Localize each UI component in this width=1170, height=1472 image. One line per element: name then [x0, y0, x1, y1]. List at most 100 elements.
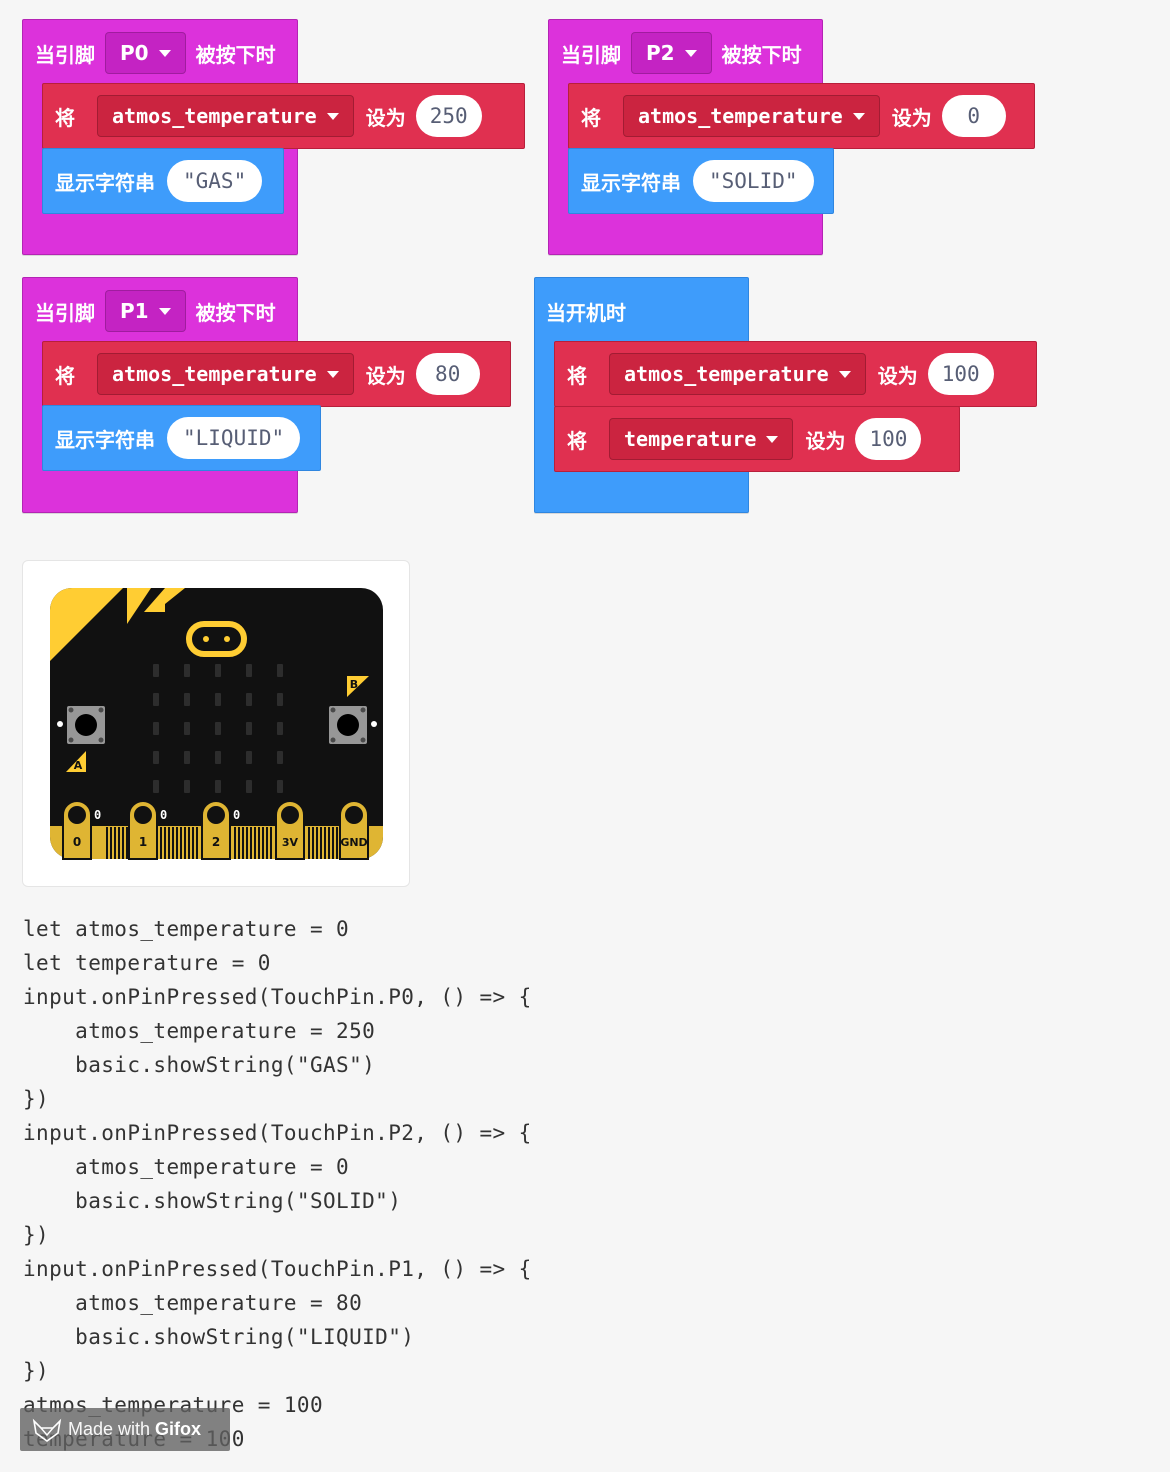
board-stripe: [144, 588, 165, 612]
set-label: 将: [581, 105, 601, 130]
chevron-down-icon: [684, 49, 697, 57]
show-string-block[interactable]: 显示字符串 "GAS": [42, 148, 284, 214]
pin-1[interactable]: [128, 800, 158, 860]
pin-dropdown[interactable]: P1: [105, 290, 186, 332]
pin-3v[interactable]: [275, 800, 305, 860]
pin-2[interactable]: [201, 800, 231, 860]
on-start-label: 当开机时: [546, 300, 626, 325]
chevron-down-icon: [766, 435, 779, 443]
code-line: let atmos_temperature = 0: [23, 917, 350, 941]
pin-value: 0: [233, 808, 240, 822]
set-label: 将: [567, 428, 587, 453]
gifox-watermark: Made with Gifox: [20, 1408, 230, 1451]
variable-dropdown[interactable]: atmos_temperature: [97, 95, 354, 137]
pin-label: 2: [212, 835, 220, 849]
pin-value: 0: [94, 808, 101, 822]
hat-label: 当引脚: [35, 300, 95, 325]
number-input[interactable]: 100: [927, 353, 994, 395]
string-input[interactable]: "SOLID": [693, 160, 814, 202]
chevron-down-icon: [852, 112, 865, 120]
button-a-indicator: [57, 721, 63, 727]
code-line: let temperature = 0: [23, 951, 271, 975]
code-line: input.onPinPressed(TouchPin.P2, () => {: [23, 1121, 532, 1145]
show-string-block[interactable]: 显示字符串 "SOLID": [568, 148, 834, 214]
pin-dropdown[interactable]: P2: [631, 32, 712, 74]
variable-dropdown[interactable]: atmos_temperature: [609, 353, 866, 395]
string-input[interactable]: "LIQUID": [167, 417, 301, 459]
chevron-down-icon: [838, 370, 851, 378]
show-string-label: 显示字符串: [55, 170, 155, 195]
pin-label: 1: [139, 835, 147, 849]
javascript-code-view[interactable]: let atmos_temperature = 0 let temperature…: [23, 912, 532, 1456]
number-input[interactable]: 0: [941, 95, 1006, 137]
button-b-label-flag: [347, 676, 369, 697]
pin-label: GND: [340, 836, 367, 849]
simulator-card: A B: [22, 560, 410, 887]
hat-label: 当引脚: [561, 42, 621, 67]
set-variable-block[interactable]: 将 atmos_temperature 设为 0: [568, 83, 1035, 149]
variable-dropdown[interactable]: atmos_temperature: [623, 95, 880, 137]
set-variable-block[interactable]: 将 atmos_temperature 设为 80: [42, 341, 511, 407]
button-a-label: A: [74, 759, 83, 772]
pin-label: 0: [73, 835, 81, 849]
set-label: 将: [567, 363, 587, 388]
hat-suffix-label: 被按下时: [195, 300, 276, 325]
led-matrix: [153, 664, 283, 793]
pin-0[interactable]: [62, 800, 92, 860]
chevron-down-icon: [158, 49, 171, 57]
microbit-board[interactable]: A B: [23, 561, 409, 886]
pin-dropdown[interactable]: P0: [105, 32, 186, 74]
logo-dot: [224, 636, 230, 642]
chevron-down-icon: [326, 112, 339, 120]
button-a[interactable]: [67, 706, 105, 744]
watermark-text: Made with: [68, 1419, 151, 1439]
number-input[interactable]: 100: [855, 418, 922, 460]
hat-label: 当引脚: [35, 42, 95, 67]
board-stripe: [127, 588, 151, 624]
number-input[interactable]: 250: [415, 95, 482, 137]
button-a-label-flag: [66, 751, 86, 772]
code-line: atmos_temperature = 80: [23, 1291, 363, 1315]
set-to-label: 设为: [877, 363, 918, 388]
logo-dot: [203, 636, 209, 642]
watermark-brand: Gifox: [155, 1419, 202, 1439]
hat-suffix-label: 被按下时: [195, 42, 276, 67]
set-variable-block[interactable]: 将 atmos_temperature 设为 250: [42, 83, 525, 149]
set-to-label: 设为: [365, 363, 406, 388]
set-variable-block[interactable]: 将 atmos_temperature 设为 100: [554, 341, 1037, 407]
button-b-label: B: [350, 678, 358, 691]
button-b-indicator: [371, 721, 377, 727]
board-corner-accent: [50, 588, 123, 661]
fox-logo-icon: [32, 1418, 62, 1442]
chevron-down-icon: [326, 370, 339, 378]
microbit-logo-icon[interactable]: [186, 621, 247, 657]
set-label: 将: [55, 363, 75, 388]
pin-value: 0: [160, 808, 167, 822]
code-line: }): [23, 1359, 50, 1383]
board-stripe: [165, 588, 185, 604]
set-to-label: 设为: [805, 428, 846, 453]
code-line: basic.showString("LIQUID"): [23, 1325, 415, 1349]
show-string-block[interactable]: 显示字符串 "LIQUID": [42, 405, 321, 471]
code-line: input.onPinPressed(TouchPin.P1, () => {: [23, 1257, 532, 1281]
button-b[interactable]: [329, 706, 367, 744]
pin-gnd[interactable]: [339, 800, 369, 860]
variable-dropdown[interactable]: atmos_temperature: [97, 353, 354, 395]
code-line: basic.showString("SOLID"): [23, 1189, 402, 1213]
show-string-label: 显示字符串: [581, 170, 681, 195]
code-line: }): [23, 1087, 50, 1111]
string-input[interactable]: "GAS": [167, 160, 263, 202]
show-string-label: 显示字符串: [55, 427, 155, 452]
set-variable-block[interactable]: 将 temperature 设为 100: [554, 406, 960, 472]
set-to-label: 设为: [365, 105, 406, 130]
code-line: input.onPinPressed(TouchPin.P0, () => {: [23, 985, 532, 1009]
chevron-down-icon: [158, 307, 171, 315]
set-label: 将: [55, 105, 75, 130]
pin-label: 3V: [282, 836, 299, 849]
number-input[interactable]: 80: [415, 353, 480, 395]
code-line: }): [23, 1223, 50, 1247]
code-line: basic.showString("GAS"): [23, 1053, 376, 1077]
variable-dropdown[interactable]: temperature: [609, 418, 794, 460]
hat-suffix-label: 被按下时: [721, 42, 802, 67]
set-to-label: 设为: [891, 105, 932, 130]
